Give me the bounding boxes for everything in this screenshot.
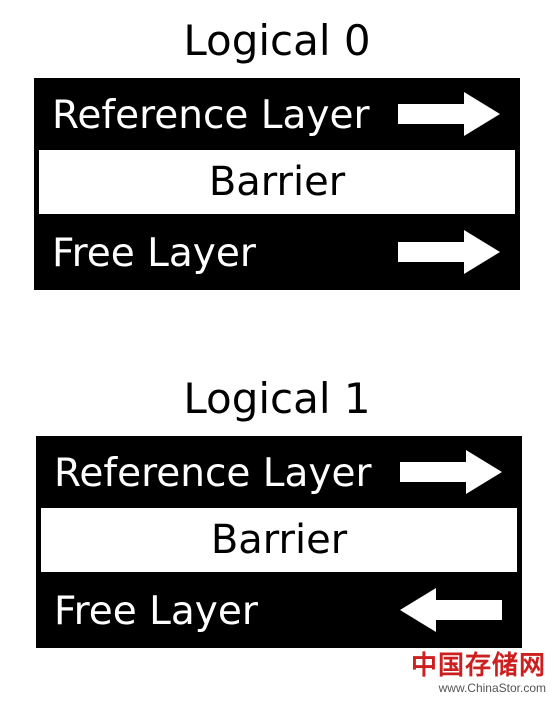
free-layer: Free Layer bbox=[34, 214, 520, 290]
diagram-title-logical-0: Logical 0 bbox=[183, 16, 371, 65]
barrier-label: Barrier bbox=[208, 159, 346, 205]
mtj-stack-logical-0: Reference Layer Barrier Free Layer bbox=[34, 78, 520, 290]
left-arrow-icon bbox=[400, 588, 502, 632]
barrier-layer: Barrier bbox=[41, 508, 517, 572]
mtj-stack-logical-1: Reference Layer Barrier Free Layer bbox=[36, 436, 522, 648]
watermark-brand: 中国存储网 bbox=[410, 651, 546, 681]
watermark-url: www.ChinaStor.com bbox=[438, 681, 546, 695]
free-layer-label: Free Layer bbox=[52, 231, 256, 276]
right-arrow-icon bbox=[398, 230, 500, 274]
right-arrow-icon bbox=[398, 92, 500, 136]
reference-layer: Reference Layer bbox=[36, 436, 522, 508]
reference-layer-label: Reference Layer bbox=[54, 451, 372, 496]
reference-layer-label: Reference Layer bbox=[52, 93, 370, 138]
barrier-label: Barrier bbox=[210, 517, 348, 563]
right-arrow-icon bbox=[400, 450, 502, 494]
diagram-title-logical-1: Logical 1 bbox=[183, 374, 371, 423]
reference-layer: Reference Layer bbox=[34, 78, 520, 150]
free-layer-label: Free Layer bbox=[54, 589, 258, 634]
watermark: 中国存储网 www.ChinaStor.com bbox=[411, 653, 546, 695]
barrier-layer: Barrier bbox=[39, 150, 515, 214]
free-layer: Free Layer bbox=[36, 572, 522, 648]
